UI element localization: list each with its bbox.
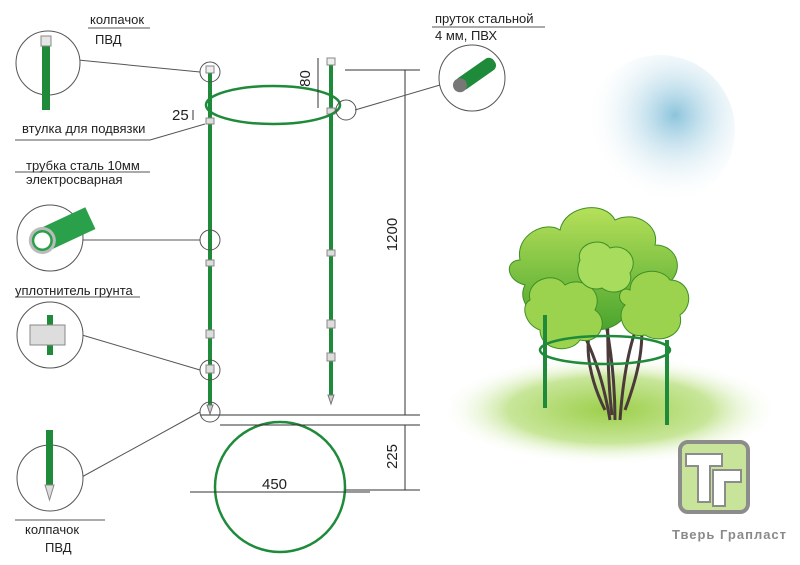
dim-ground-depth: 225 bbox=[384, 443, 402, 470]
label-cap-bottom: колпачок bbox=[25, 522, 80, 537]
dim-sleeve-offset: 25 bbox=[172, 107, 189, 124]
top-ring bbox=[204, 84, 342, 126]
dim-top-offset: 80 bbox=[296, 70, 314, 87]
dim-diameter: 450 bbox=[262, 476, 288, 493]
label-rod-spec: 4 мм, ПВХ bbox=[435, 28, 498, 43]
label-tube: трубка сталь 10мм bbox=[26, 158, 140, 173]
rod-detail-icon bbox=[452, 57, 497, 93]
plant-illustration bbox=[508, 207, 690, 425]
bottom-cap-detail-icon bbox=[44, 430, 55, 502]
label-soil-seal: уплотнитель грунта bbox=[15, 283, 133, 298]
label-cap-bottom-material: ПВД bbox=[45, 540, 72, 555]
ring-top-view bbox=[213, 420, 347, 554]
sky-circle bbox=[585, 55, 735, 205]
label-rod: пруток стальной bbox=[435, 11, 534, 26]
label-cap-top: колпачок bbox=[90, 12, 145, 27]
right-pole bbox=[326, 57, 336, 406]
brand-logo bbox=[678, 440, 750, 514]
label-sleeve: втулка для подвязки bbox=[22, 121, 146, 136]
label-cap-top-material: ПВД bbox=[95, 32, 122, 47]
label-tube-spec: электросварная bbox=[26, 172, 123, 187]
callouts bbox=[15, 26, 545, 521]
tube-detail-icon bbox=[28, 207, 96, 254]
soil-seal-detail-icon bbox=[29, 315, 66, 355]
dimension-lines bbox=[190, 58, 420, 493]
brand-name: Тверь Грапласт bbox=[672, 527, 788, 542]
dim-height: 1200 bbox=[384, 217, 402, 252]
left-pole bbox=[205, 65, 215, 416]
cap-detail-icon bbox=[42, 40, 50, 110]
